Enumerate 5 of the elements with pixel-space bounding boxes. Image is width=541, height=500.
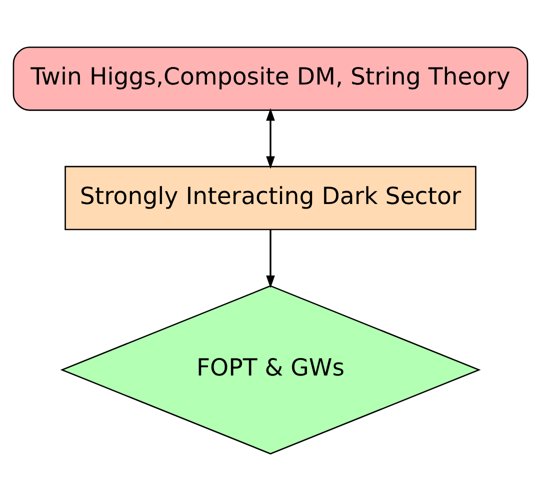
node-diamond: FOPT & GWs xyxy=(60,284,481,454)
arrow xyxy=(266,229,275,288)
node-box: Twin Higgs,Composite DM, String Theory xyxy=(12,46,528,110)
node-box: Strongly Interacting Dark Sector xyxy=(64,165,476,230)
arrow xyxy=(266,108,275,168)
